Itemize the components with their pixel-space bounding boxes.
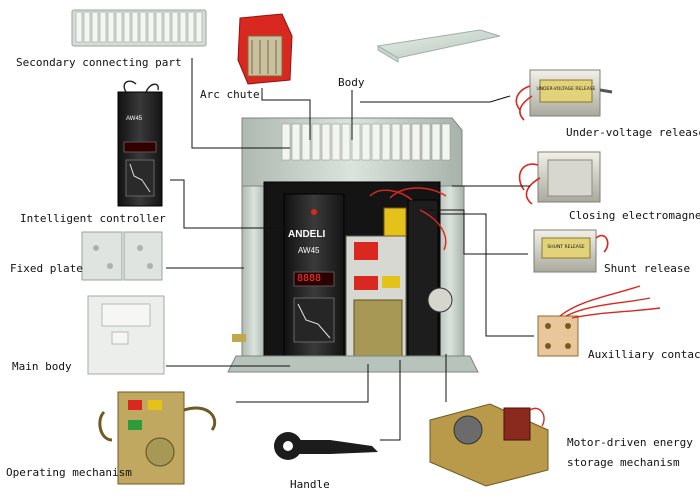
under-voltage-plate-text: UNDER-VOLTAGE RELEASE bbox=[537, 86, 596, 92]
motor-mechanism-image bbox=[429, 403, 549, 487]
intelligent-controller-image bbox=[117, 80, 163, 207]
leader-auxilliary bbox=[440, 213, 534, 337]
label-secondary-connecting-part: Secondary connecting part bbox=[16, 56, 182, 69]
label-main-body: Main body bbox=[12, 360, 72, 373]
brand-text: ANDELI bbox=[288, 229, 326, 240]
leader-under-voltage bbox=[360, 95, 511, 103]
fixed-plate-image bbox=[81, 231, 163, 281]
circuit-breaker-assembly bbox=[227, 117, 479, 373]
label-arc-chute: Arc chute bbox=[200, 88, 260, 101]
leader-secondary bbox=[191, 58, 290, 149]
label-handle: Handle bbox=[290, 478, 330, 491]
auxilliary-contact-image bbox=[537, 285, 661, 357]
label-motor-line1: Motor-driven energy bbox=[567, 436, 693, 449]
label-intelligent-controller: Intelligent controller bbox=[20, 212, 166, 225]
label-motor-line2: storage mechanism bbox=[567, 456, 680, 469]
label-fixed-plate: Fixed plate bbox=[10, 262, 83, 275]
leader-arc-chute bbox=[261, 88, 311, 140]
glass-cover-image bbox=[376, 29, 501, 63]
label-operating-mechanism: Operating mechanism bbox=[6, 466, 132, 479]
label-shunt-release: Shunt release bbox=[604, 262, 691, 275]
shunt-release-image: SHUNT RELEASE bbox=[533, 229, 609, 273]
leader-operating bbox=[236, 364, 369, 403]
display-digits: 8888 bbox=[297, 273, 322, 284]
label-auxilliary-contact: Auxilliary contact bbox=[588, 348, 700, 361]
operating-mechanism-image bbox=[98, 391, 217, 485]
leader-intelligent-controller bbox=[170, 179, 286, 229]
label-closing-electromagnet: Closing electromagnet bbox=[569, 209, 700, 222]
leader-shunt bbox=[424, 209, 528, 255]
label-under-voltage-release: Under-voltage release bbox=[566, 126, 700, 139]
under-voltage-release-image: UNDER-VOLTAGE RELEASE bbox=[515, 69, 613, 121]
shunt-plate-text: SHUNT RELEASE bbox=[547, 244, 584, 250]
leader-lines bbox=[166, 58, 534, 441]
label-body: Body bbox=[338, 76, 365, 89]
handle-image bbox=[274, 432, 378, 460]
controller-model-text: AW45 bbox=[126, 116, 143, 122]
closing-electromagnet-image bbox=[518, 151, 601, 205]
main-body-image bbox=[87, 295, 165, 375]
secondary-connecting-part-image bbox=[71, 9, 207, 47]
model-text: AW45 bbox=[298, 246, 320, 255]
leader-handle bbox=[380, 360, 401, 441]
arc-chute-image bbox=[237, 13, 293, 85]
